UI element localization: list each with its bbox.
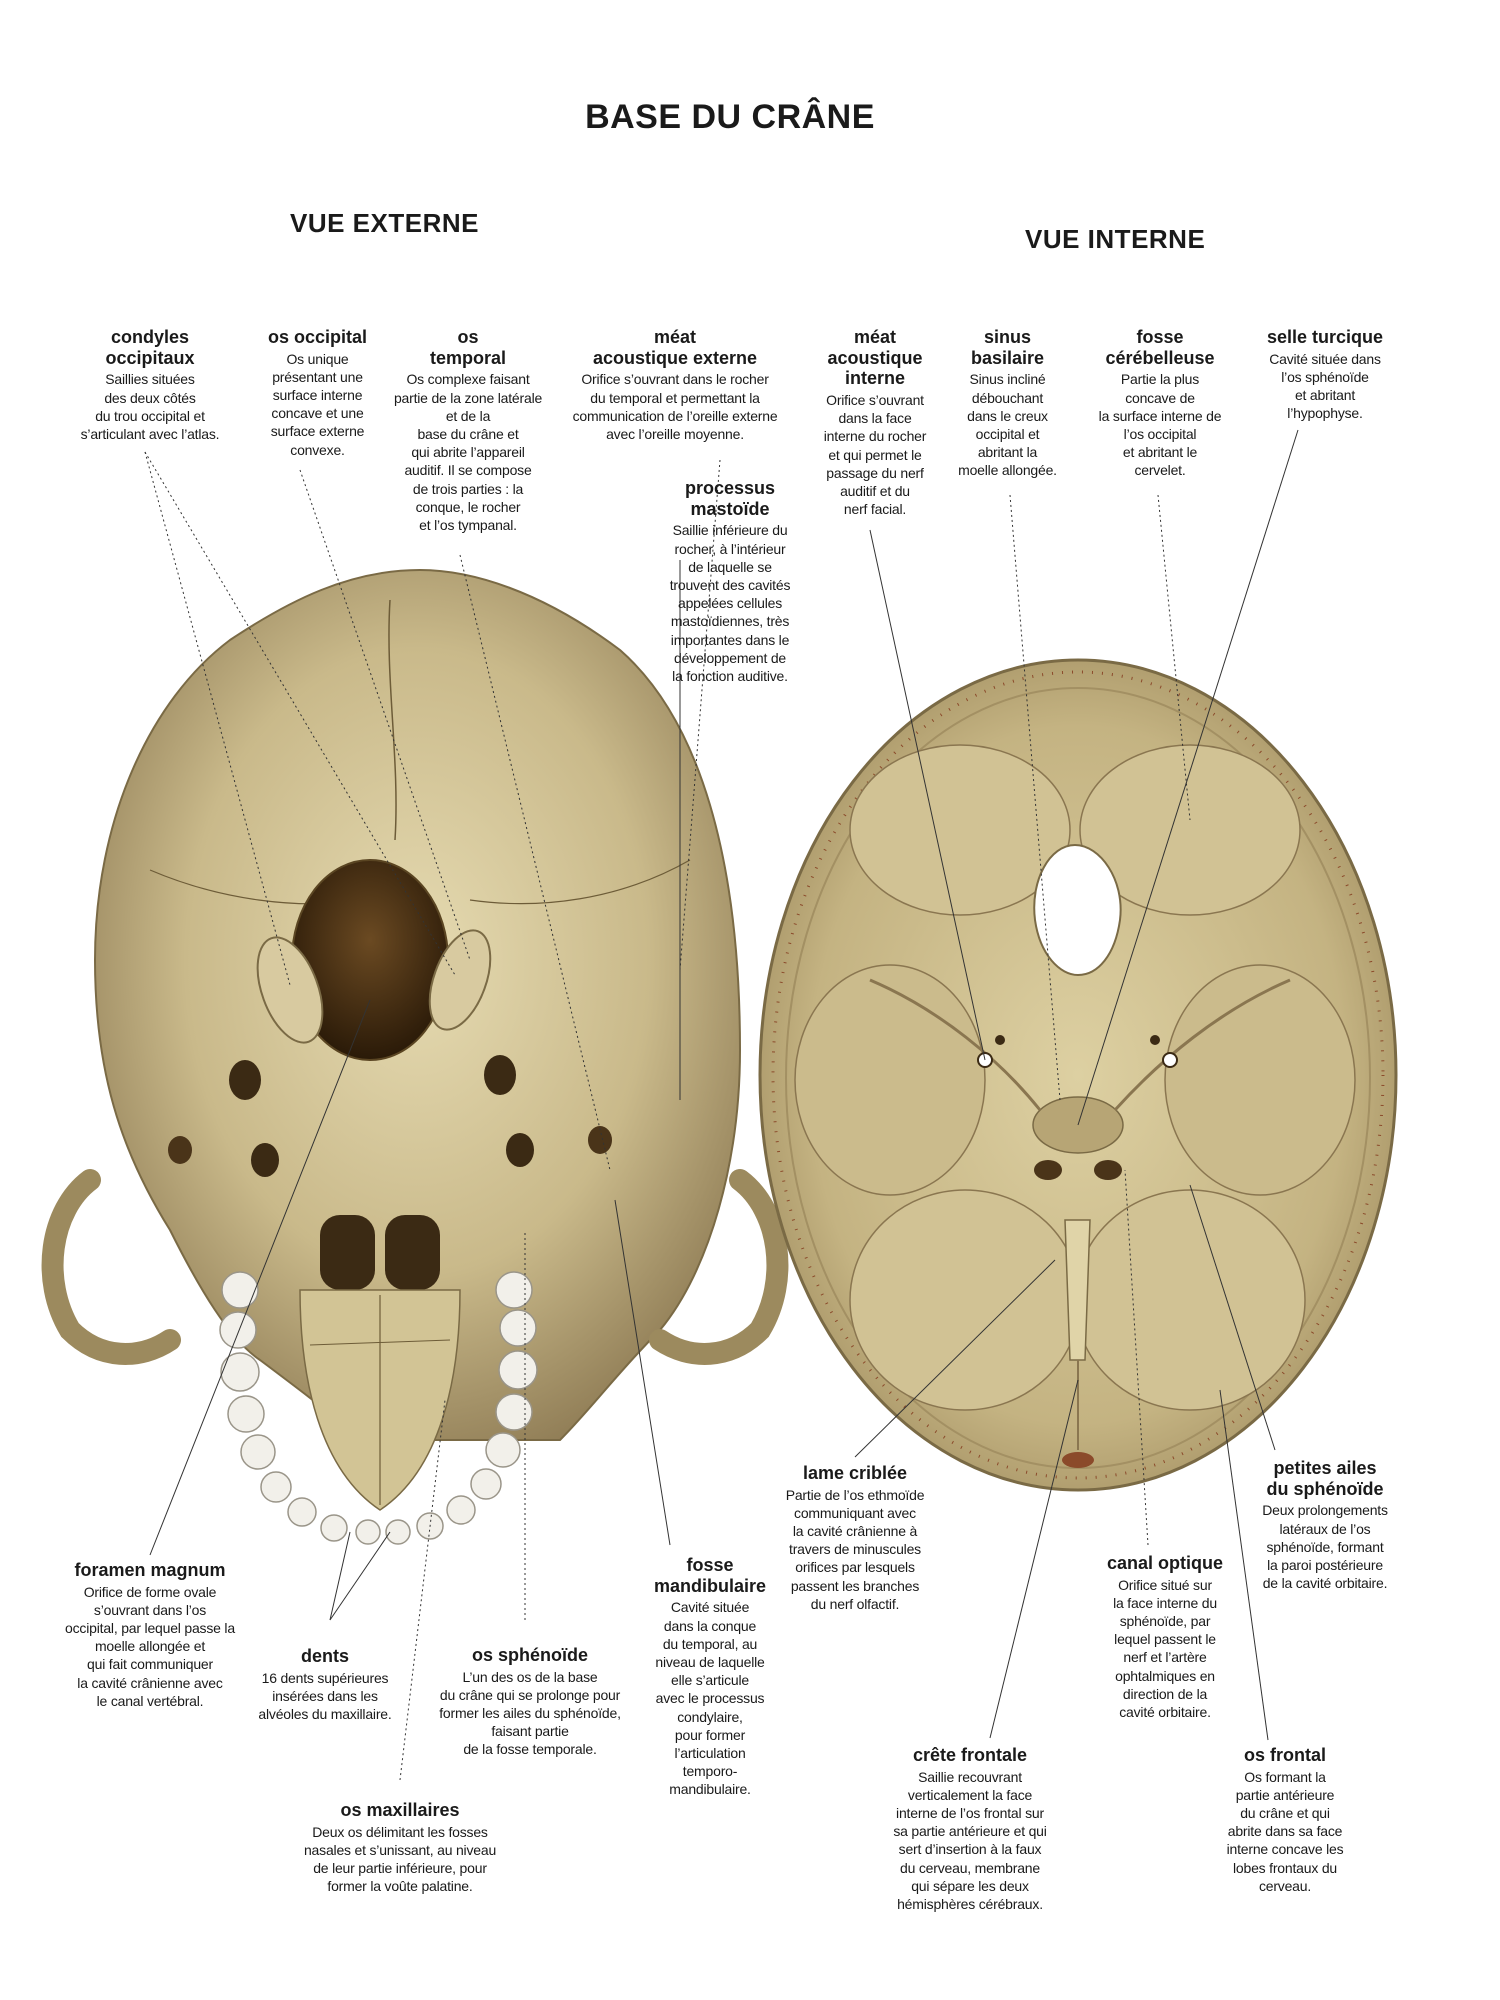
label-crete-frontale-title: crête frontale: [912, 1745, 1028, 1765]
label-os-maxillaires-title: os maxillaires: [340, 1800, 460, 1820]
label-foramen-magnum-desc: Orifice de forme ovale s’ouvrant dans l’…: [65, 1583, 235, 1709]
label-meat-externe-title: méat acoustique externe: [592, 327, 758, 368]
label-canal-optique-title: canal optique: [1106, 1553, 1223, 1573]
label-dents-title: dents: [300, 1646, 349, 1666]
label-lame-criblee: lame criblée Partie de l’os ethmoïde com…: [770, 1463, 940, 1613]
label-dents: dents 16 dents supérieures insérées dans…: [240, 1646, 410, 1723]
label-sinus-title: sinus basilaire: [970, 327, 1045, 368]
label-os-temporal-desc: Os complexe faisant partie de la zone la…: [393, 371, 543, 533]
label-selle-turcique-title: selle turcique: [1266, 327, 1384, 347]
label-os-sphenoide-desc: L’un des os de la base du crâne qui se p…: [439, 1668, 621, 1758]
label-canal-optique: canal optique Orifice situé sur la face …: [1090, 1553, 1240, 1721]
label-sinus-desc: Sinus incliné débouchant dans le creux o…: [958, 371, 1057, 479]
label-os-maxillaires: os maxillaires Deux os délimitant les fo…: [290, 1800, 510, 1895]
view-title-external: VUE EXTERNE: [290, 208, 479, 238]
label-lame-criblee-title: lame criblée: [802, 1463, 908, 1483]
label-meat-externe: méat acoustique externe Orifice s’ouvran…: [555, 327, 795, 443]
label-os-sphenoide: os sphénoïde L’un des os de la base du c…: [425, 1645, 635, 1759]
label-foramen-magnum: foramen magnum Orifice de forme ovale s’…: [55, 1560, 245, 1710]
label-os-temporal-title: os temporal: [429, 327, 507, 368]
label-selle-turcique-desc: Cavité située dans l’os sphénoïde et abr…: [1269, 350, 1381, 422]
label-processus-desc: Saillie inférieure du rocher, à l’intéri…: [669, 522, 791, 684]
external-skull: [41, 568, 789, 1545]
label-os-temporal: os temporal Os complexe faisant partie d…: [383, 327, 553, 534]
label-os-maxillaires-desc: Deux os délimitant les fosses nasales et…: [303, 1823, 497, 1895]
view-title-internal: VUE INTERNE: [1025, 224, 1206, 254]
label-condyles-desc: Saillies situées des deux côtés du trou …: [80, 371, 220, 442]
internal-skull: [758, 658, 1398, 1492]
label-fosse-cerebelleuse: fosse cérébelleuse Partie la plus concav…: [1085, 327, 1235, 480]
label-os-frontal-title: os frontal: [1243, 1745, 1326, 1765]
label-fosse-mandibulaire-title: fosse mandibulaire: [653, 1555, 767, 1596]
label-meat-interne-desc: Orifice s’ouvrant dans la face interne d…: [823, 392, 927, 518]
label-os-sphenoide-title: os sphénoïde: [471, 1645, 588, 1665]
label-os-frontal-desc: Os formant la partie antérieure du crâne…: [1226, 1768, 1344, 1894]
label-petites-ailes-desc: Deux prolongements latéraux de l’os sphé…: [1262, 1502, 1388, 1592]
label-fosse-cerebelleuse-title: fosse cérébelleuse: [1105, 327, 1215, 368]
label-crete-frontale-desc: Saillie recouvrant verticalement la face…: [893, 1768, 1047, 1912]
label-os-occipital-title: os occipital: [267, 327, 368, 347]
label-condyles-title: condyles occipitaux: [105, 327, 195, 368]
label-petites-ailes-title: petites ailes du sphénoïde: [1266, 1458, 1384, 1499]
label-canal-optique-desc: Orifice situé sur la face interne du sph…: [1113, 1576, 1217, 1720]
label-os-occipital: os occipital Os unique présentant une su…: [255, 327, 380, 459]
label-sinus: sinus basilaire Sinus incliné débouchant…: [945, 327, 1070, 480]
label-fosse-mandibulaire: fosse mandibulaire Cavité située dans la…: [640, 1555, 780, 1798]
label-meat-interne: méat acoustique interne Orifice s’ouvran…: [805, 327, 945, 518]
leader-lines: [144, 429, 1299, 1781]
label-os-occipital-desc: Os unique présentant une surface interne…: [270, 350, 365, 458]
label-processus-title: processus mastoïde: [684, 478, 776, 519]
teeth: [219, 1271, 538, 1545]
label-dents-desc: 16 dents supérieures insérées dans les a…: [258, 1669, 392, 1723]
label-os-frontal: os frontal Os formant la partie antérieu…: [1210, 1745, 1360, 1895]
page-title: BASE DU CRÂNE: [585, 98, 875, 136]
label-condyles: condyles occipitaux Saillies situées des…: [65, 327, 235, 443]
label-processus: processus mastoïde Saillie inférieure du…: [655, 478, 805, 685]
label-lame-criblee-desc: Partie de l’os ethmoïde communiquant ave…: [785, 1486, 925, 1612]
label-petites-ailes: petites ailes du sphénoïde Deux prolonge…: [1240, 1458, 1410, 1592]
label-meat-externe-desc: Orifice s’ouvrant dans le rocher du temp…: [572, 371, 778, 442]
label-crete-frontale: crête frontale Saillie recouvrant vertic…: [870, 1745, 1070, 1913]
label-foramen-magnum-title: foramen magnum: [74, 1560, 226, 1580]
label-fosse-mandibulaire-desc: Cavité située dans la conque du temporal…: [655, 1599, 765, 1798]
label-selle-turcique: selle turcique Cavité située dans l’os s…: [1250, 327, 1400, 422]
label-fosse-cerebelleuse-desc: Partie la plus concave de la surface int…: [1098, 371, 1222, 479]
label-meat-interne-title: méat acoustique interne: [827, 327, 923, 389]
